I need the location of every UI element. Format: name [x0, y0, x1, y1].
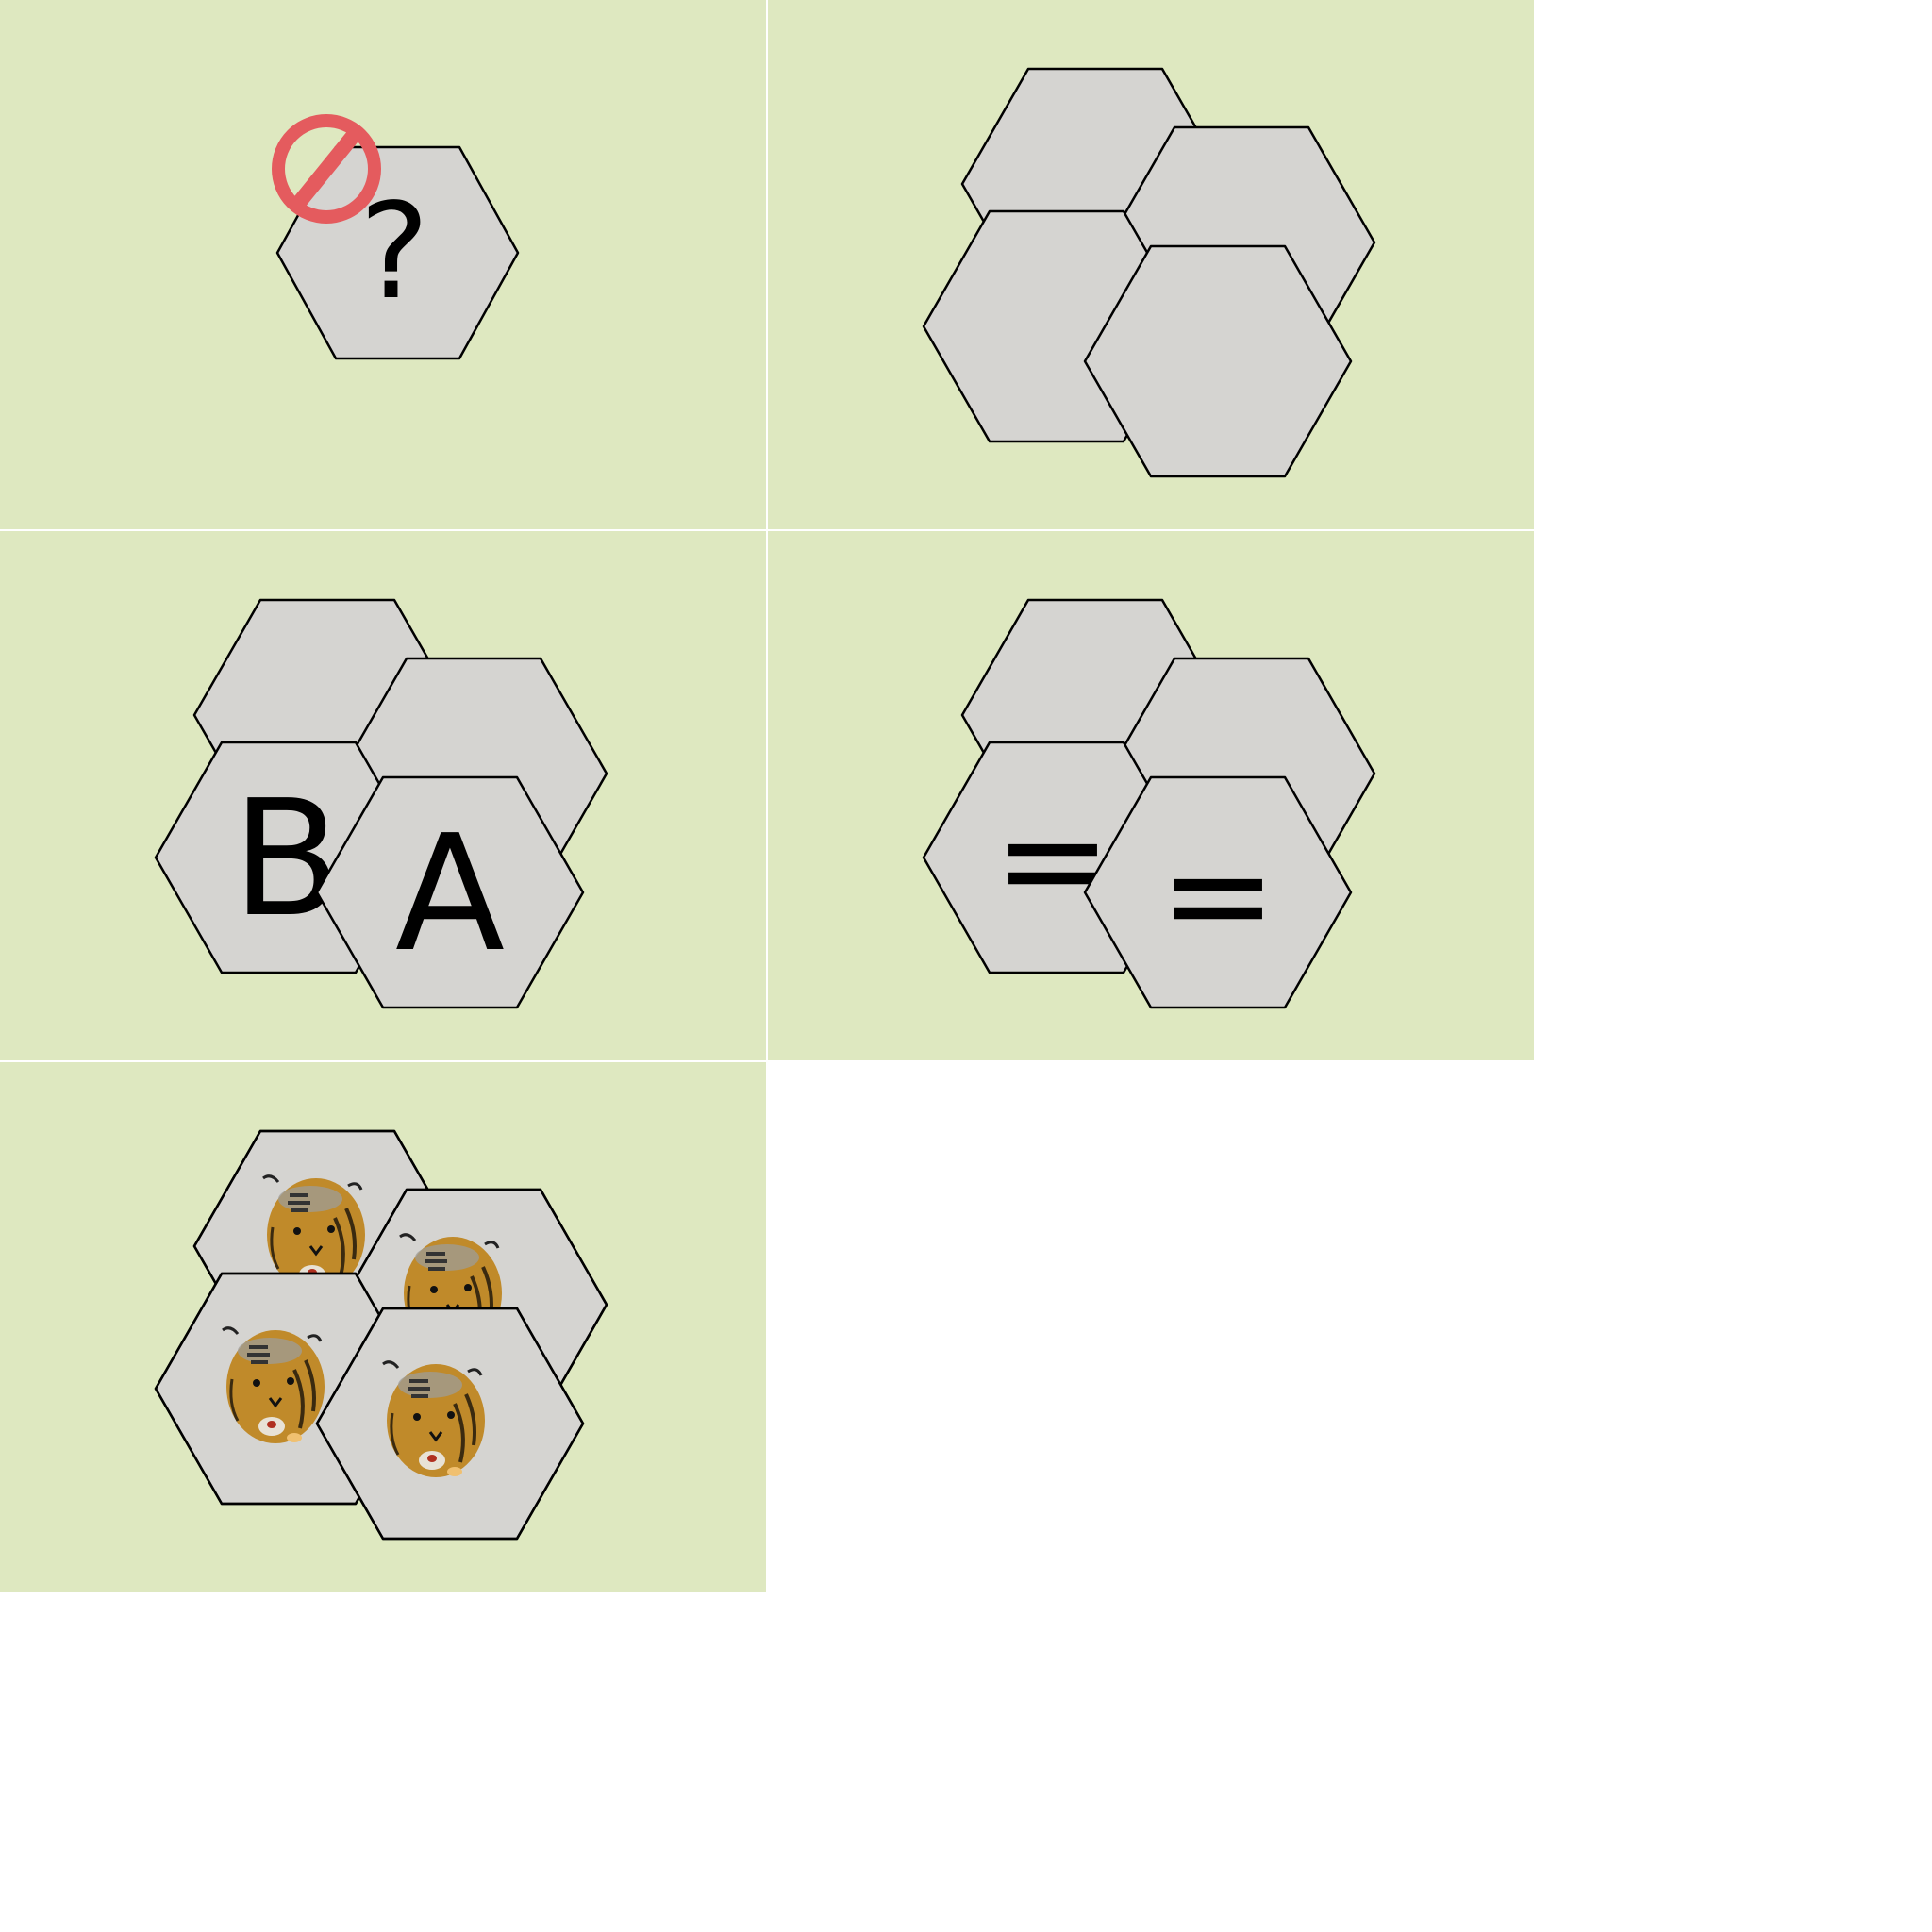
- letter-b: B: [232, 766, 342, 953]
- forbidden-icon: [272, 114, 381, 224]
- hex-tile-front-right: [1083, 775, 1353, 1009]
- equals-stack-tile[interactable]: = =: [768, 531, 1534, 1060]
- unknown-tile-canvas: ?: [272, 114, 520, 360]
- hex-tile-front-right: [1083, 244, 1353, 478]
- tiger-stack-canvas: [154, 1129, 608, 1541]
- equals-sign: =: [993, 778, 1112, 942]
- equals-stack-canvas: = =: [922, 598, 1376, 1009]
- tiger-stack-tile[interactable]: [0, 1062, 766, 1592]
- letter-a: A: [395, 801, 505, 988]
- letter-stack-tile[interactable]: B A: [0, 531, 766, 1060]
- hex-tile-front-right: [315, 775, 585, 1009]
- question-mark: ?: [359, 175, 429, 329]
- blank-stack-canvas: [922, 67, 1376, 478]
- letter-stack-canvas: B A: [154, 598, 608, 1009]
- blank-stack-tile[interactable]: [768, 0, 1534, 529]
- equals-sign: =: [1158, 813, 1277, 977]
- unknown-tile[interactable]: ?: [0, 0, 766, 529]
